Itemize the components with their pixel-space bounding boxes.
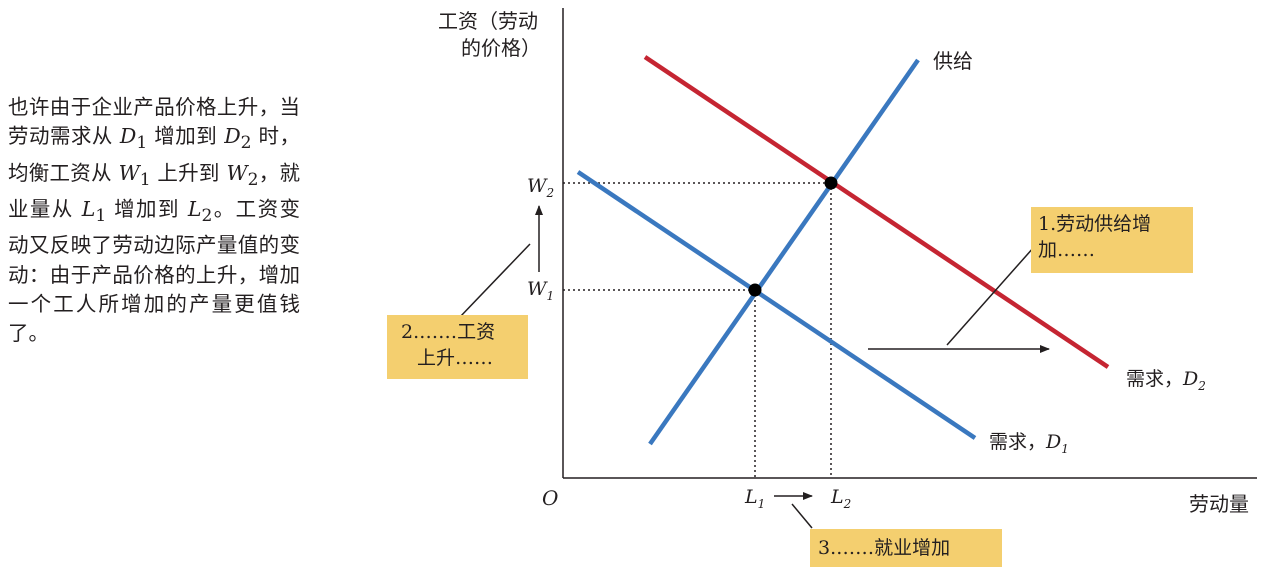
caption-sub: 2 [247, 169, 259, 190]
demand-curve-d2 [643, 55, 1110, 369]
callout2-leader [458, 243, 531, 319]
tick-l2: L2 [830, 486, 851, 511]
caption-part: 。工资变动又反映了劳动边际产量值的变动：由于产品价格的上升，增加一个工人所增加的… [8, 197, 300, 346]
caption-text: 也许由于企业产品价格上升，当劳动需求从 D1 增加到 D2 时，均衡工资从 W1… [8, 93, 300, 349]
equilibrium-point-1 [748, 283, 762, 297]
caption-part: 增加到 [147, 124, 225, 149]
origin-label: O [542, 486, 558, 510]
tick-w1: W1 [527, 278, 554, 303]
callout3-text: 3.……就业增加 [818, 537, 951, 559]
caption-sub: 2 [240, 133, 252, 154]
caption-var: D [119, 124, 137, 149]
caption-part: ，就业量从 [8, 160, 300, 222]
demand-curve-d1 [576, 170, 977, 440]
caption-sub: 2 [201, 206, 213, 227]
callout3-leader [791, 503, 813, 529]
caption-part: 增加到 [106, 197, 188, 222]
callout2-line1: 2.……工资 [401, 321, 496, 343]
demand-d1-label: 需求，D1 [989, 431, 1069, 456]
caption-sub: 1 [136, 133, 148, 154]
callout1-line2: 加…… [1038, 239, 1096, 261]
supply-curve [648, 58, 920, 446]
caption-sub: 1 [95, 206, 107, 227]
y-axis-label-line2: 的价格） [461, 36, 541, 60]
equilibrium-point-2 [824, 176, 838, 190]
callout-wage-rise: 2.……工资 上升…… [387, 315, 528, 379]
supply-label: 供给 [933, 49, 973, 73]
callout1-leader [946, 246, 1035, 346]
callout-employment-increase: 3.……就业增加 [810, 529, 1002, 567]
caption-part: 时，均衡工资从 [8, 124, 300, 185]
caption-part: 上升到 [150, 160, 227, 185]
caption-var: L [187, 197, 202, 222]
tick-l1: L1 [744, 486, 765, 511]
y-axis-label-line1: 工资（劳动 [438, 9, 538, 33]
tick-w2: W2 [527, 175, 554, 200]
caption-var: W [118, 160, 140, 185]
caption-part: 也许由于企业产品价格上升，当劳动需求从 [8, 95, 300, 149]
caption-var: D [224, 124, 241, 149]
caption-var: W [226, 160, 248, 185]
callout2-line2: 上升…… [417, 347, 494, 369]
demand-d2-label: 需求，D2 [1126, 368, 1206, 393]
caption-sub: 1 [139, 169, 151, 190]
callout-supply-increase: 1.劳动供给增 加…… [1031, 207, 1193, 273]
x-axis-label: 劳动量 [1189, 492, 1249, 516]
caption-var: L [81, 197, 96, 222]
callout1-line1: 1.劳动供给增 [1038, 213, 1152, 235]
